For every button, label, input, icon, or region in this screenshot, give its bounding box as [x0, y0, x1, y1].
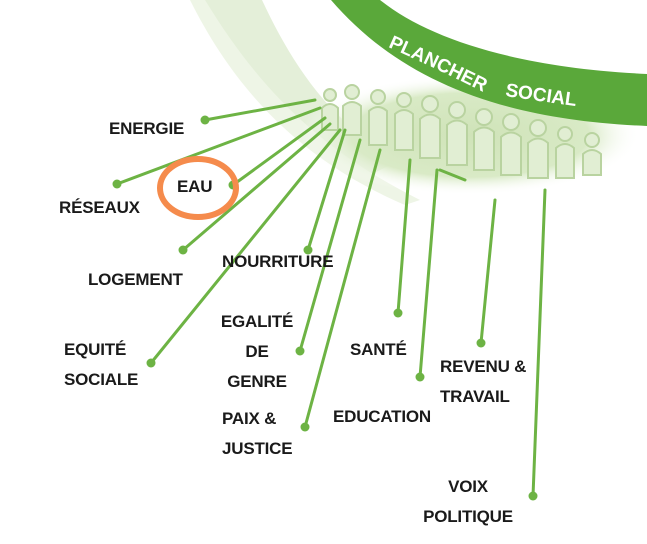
label-education: EDUCATION: [333, 407, 431, 426]
dot-voix: [528, 491, 538, 501]
label-voix-politique: VOIX POLITIQUE: [423, 477, 513, 526]
dot-education: [415, 372, 425, 382]
dot-reseaux: [112, 179, 122, 189]
dot-revenu: [476, 338, 486, 348]
label-logement: LOGEMENT: [88, 270, 183, 289]
outer-light-band-2: [190, 0, 420, 205]
line-egalite: [298, 138, 362, 353]
line-reseaux: [115, 106, 322, 186]
dot-equite: [146, 358, 156, 368]
line-equite: [149, 128, 342, 365]
line-paix: [303, 148, 382, 429]
label-revenu-travail: REVENU & TRAVAIL: [440, 357, 527, 406]
label-equite-sociale: EQUITÉ SOCIALE: [64, 340, 139, 389]
eau-highlight-circle: [157, 156, 239, 220]
label-sante: SANTÉ: [350, 340, 407, 359]
crowd-people-icon: [321, 84, 602, 179]
line-nourriture: [306, 128, 347, 252]
dot-egalite: [295, 346, 305, 356]
label-energie: ENERGIE: [109, 119, 185, 138]
line-sante: [396, 158, 412, 315]
line-extra: [438, 168, 467, 182]
connector-lines: [115, 98, 547, 498]
line-voix: [531, 188, 547, 498]
label-egalite-de-genre: EGALITÉ DE GENRE: [220, 312, 294, 391]
line-energie: [203, 98, 317, 122]
label-nourriture: NOURRITURE: [222, 252, 334, 271]
line-logement: [181, 122, 332, 252]
connector-dots: [112, 115, 538, 501]
dot-paix: [300, 422, 310, 432]
label-paix-justice: PAIX & JUSTICE: [222, 409, 293, 458]
line-revenu: [479, 198, 497, 345]
line-eau: [231, 116, 327, 187]
line-education: [418, 168, 439, 379]
dot-nourriture: [303, 245, 313, 255]
dot-energie: [200, 115, 210, 125]
dot-logement: [178, 245, 188, 255]
label-eau: EAU: [177, 177, 213, 196]
label-reseaux: RÉSEAUX: [59, 198, 140, 217]
social-floor-ring: [331, 0, 647, 126]
dot-sante: [393, 308, 403, 318]
